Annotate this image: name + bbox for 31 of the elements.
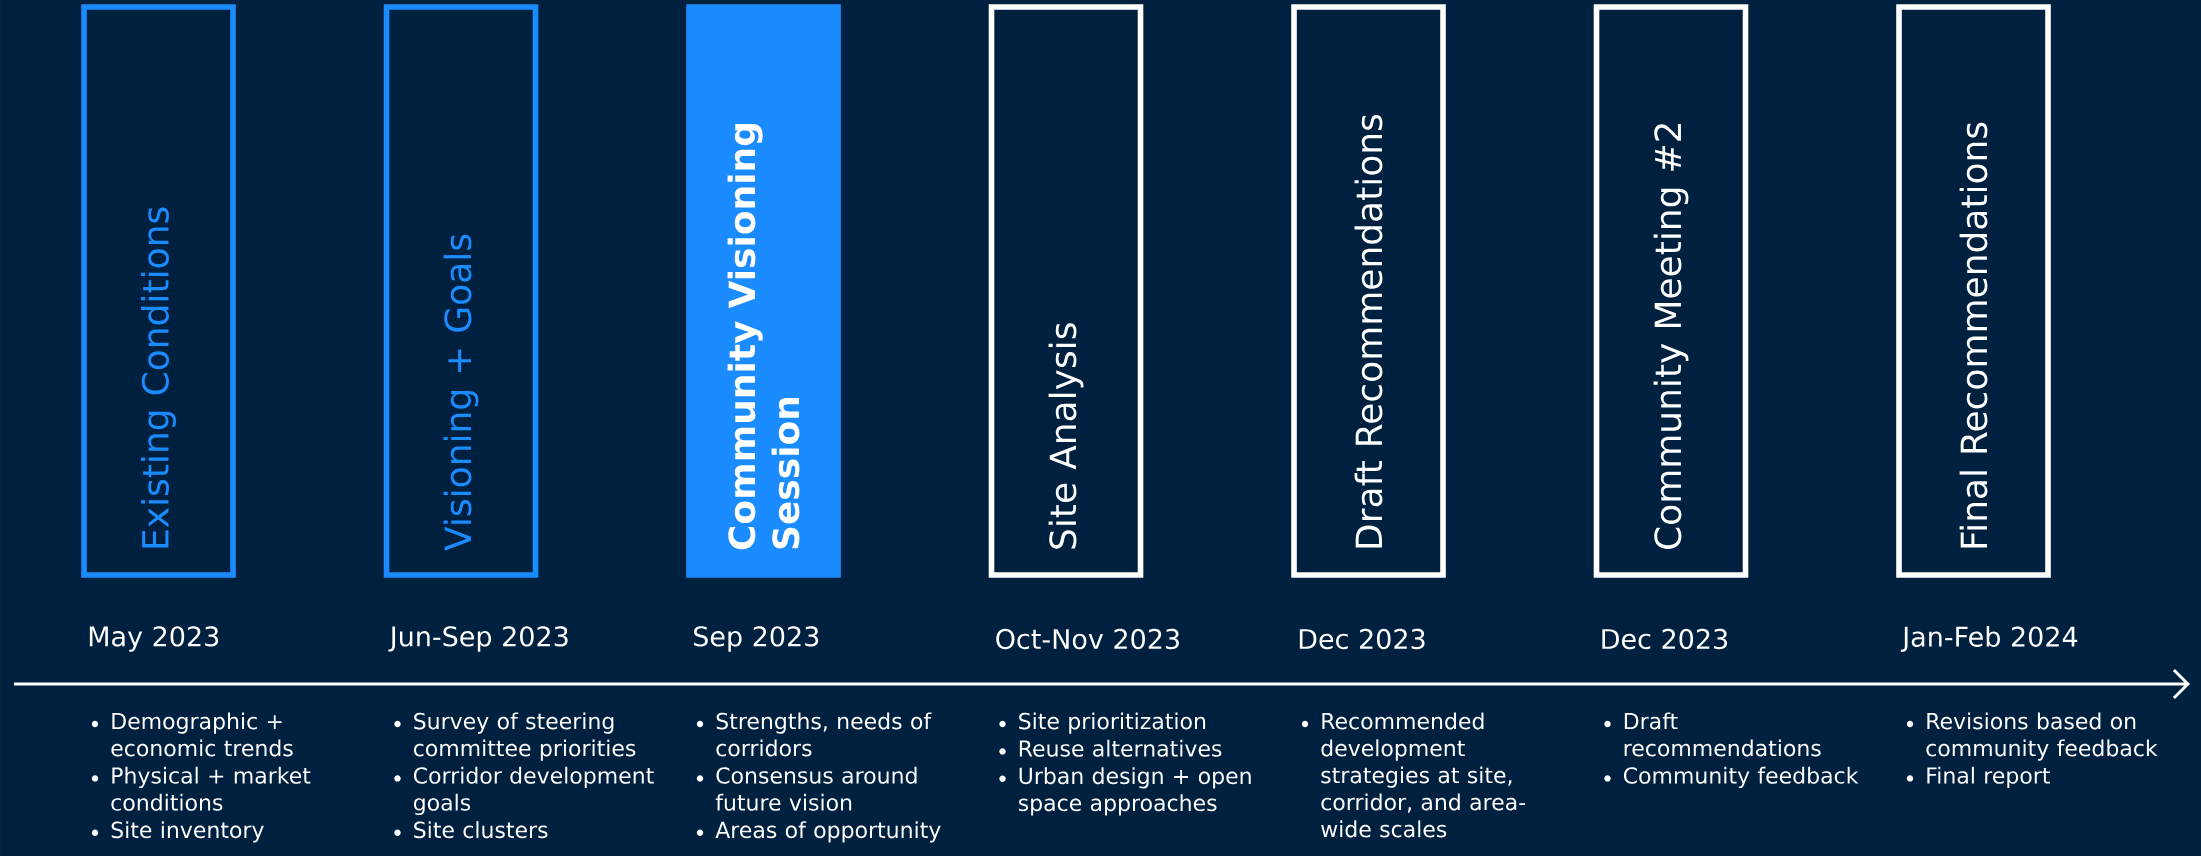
bullet-item: Physical + market conditions: [91, 766, 311, 811]
bullet-item: Recommended development strategies at site, corridor, and area-wide scales: [1301, 712, 1526, 838]
phase-box: Community Visioning Session: [686, 4, 841, 578]
phase-box: Visioning + Goals: [383, 4, 539, 578]
bullet-item: Site prioritization: [999, 712, 1206, 734]
bullet-item: Strengths, needs of corridors: [696, 712, 932, 757]
date-label: Jan-Feb 2024: [1900, 626, 2078, 652]
bullet-item: Survey of steering committee priorities: [394, 712, 636, 761]
bullet-item: Corridor development goals: [394, 766, 654, 816]
bullet-item: Urban design + open space approaches: [999, 767, 1251, 816]
phase-box: Final Recommendations: [1896, 4, 2051, 578]
bullet-item: Draft recommendations: [1604, 712, 1821, 757]
date-label: Jun-Sep 2023: [388, 626, 568, 652]
bullet-item: Reuse alternatives: [999, 739, 1222, 757]
bullet-item: Site clusters: [394, 821, 548, 839]
phase-box: Existing Conditions: [81, 4, 236, 578]
phase-box: Draft Recommendations: [1291, 4, 1446, 578]
date-label: Sep 2023: [694, 626, 819, 652]
phase-box: Site Analysis: [988, 4, 1144, 578]
bullet-item: Final report: [1906, 766, 2050, 789]
date-label: Oct-Nov 2023: [996, 628, 1179, 650]
bullet-item: Consensus around future vision: [696, 766, 917, 811]
bullet-item: Community feedback: [1604, 766, 1859, 789]
phase-box: Community Meeting #2: [1593, 4, 1749, 578]
bullet-item: Demographic + economic trends: [91, 712, 293, 757]
date-label: Dec 2023: [1602, 628, 1728, 650]
date-label: May 2023: [89, 626, 219, 652]
bullet-item: Site inventory: [91, 821, 264, 843]
date-label: Dec 2023: [1299, 628, 1425, 650]
bullet-item: Areas of opportunity: [696, 821, 941, 843]
bullet-item: Revisions based on community feedback: [1906, 712, 2158, 761]
